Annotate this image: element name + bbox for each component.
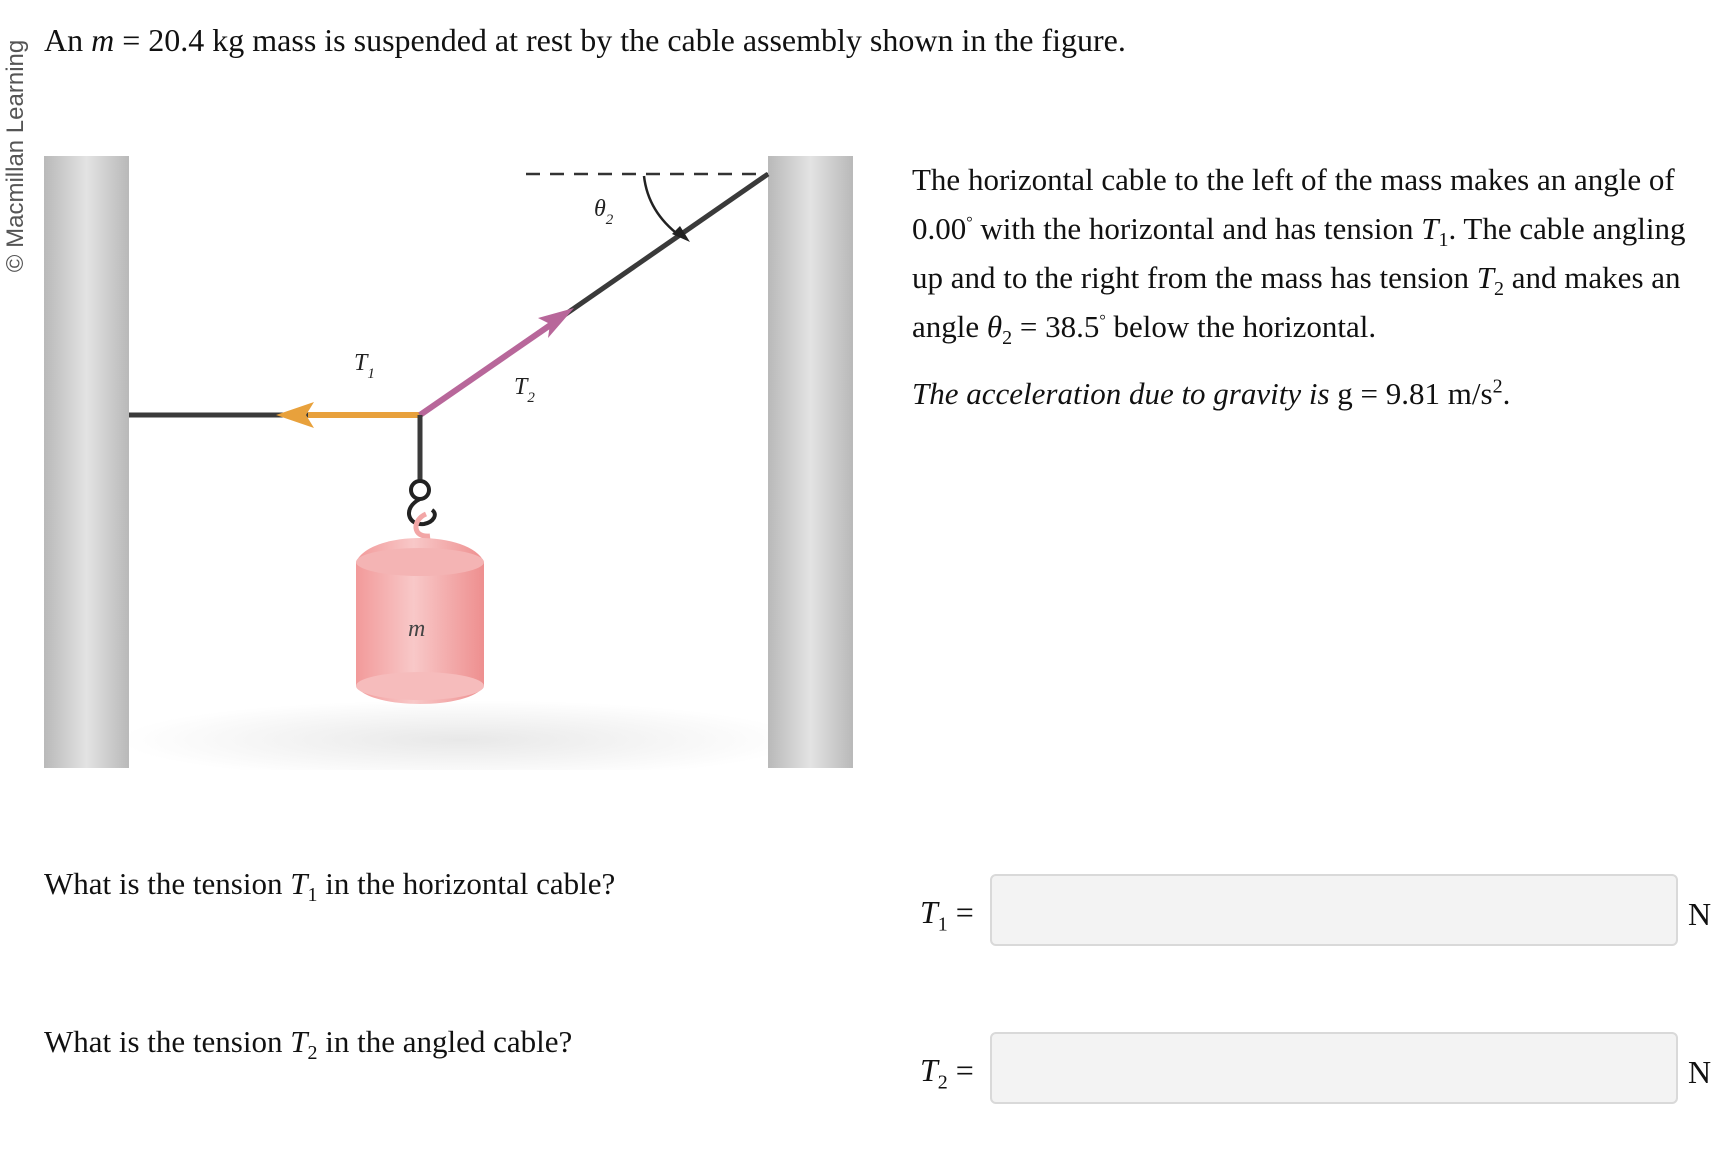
mass-hook-loop [413,511,431,539]
degree-symbol: ° [966,214,973,232]
gravity-statement: The acceleration due to gravity is g = 9… [912,375,1511,411]
description-paragraph: The horizontal cable to the left of the … [912,162,1686,350]
left-wall [44,156,129,768]
g-unit: m/s [1447,376,1493,411]
copyright-notice: © Macmillan Learning [2,39,29,273]
question-t1: What is the tension T1 in the horizontal… [44,866,616,907]
answer-row-t2: T2 = N [918,1032,1712,1110]
theta2-variable: θ [986,309,1003,344]
intro-rest: kg mass is suspended at rest by the cabl… [212,22,1126,58]
t1-answer-input[interactable] [990,874,1678,946]
hook-icon [407,497,437,527]
t1-variable: T [1421,211,1439,246]
mass-label: m [408,616,425,642]
hook-ring [409,479,431,501]
t1-label: T1 [354,350,375,382]
mass-value: 20.4 [148,22,205,58]
t2-label: T2 [514,374,535,406]
right-wall [768,156,853,768]
g-variable: g [1337,376,1353,411]
g-value: 9.81 [1385,376,1441,411]
angle-arrowhead [672,226,690,242]
t2-answer-input[interactable] [990,1032,1678,1104]
t2-vector [418,314,564,418]
intro-prefix: An [44,22,84,58]
floor-shadow [120,700,800,770]
question-t2: What is the tension T2 in the angled cab… [44,1024,573,1065]
t2-unit: N [1688,1054,1712,1090]
t1-unit: N [1688,896,1712,932]
problem-intro: An m = 20.4 kg mass is suspended at rest… [44,18,1126,62]
intro-equals: = [114,22,149,58]
problem-description: The horizontal cable to the left of the … [912,155,1717,436]
mass-top-rim [356,548,484,576]
t2-variable: T [1476,260,1495,295]
mass-bottom-rim [356,672,484,700]
mass-variable: m [91,22,115,58]
t2-arrowhead [538,308,574,338]
angle-arc [642,175,681,237]
angle2-value: 38.5 [1045,309,1100,344]
hanging-mass [356,538,484,704]
t1-arrowhead [276,402,314,428]
angle1-value: 0.00 [912,211,967,246]
degree-symbol: ° [1099,312,1106,330]
cable-assembly-figure: T1 T2 θ2 m [44,156,853,770]
answer-label-t1: T1 = [920,894,974,936]
answer-row-t1: T1 = N [918,874,1712,952]
answer-label-t2: T2 = [920,1052,974,1094]
theta2-label: θ2 [594,196,614,228]
